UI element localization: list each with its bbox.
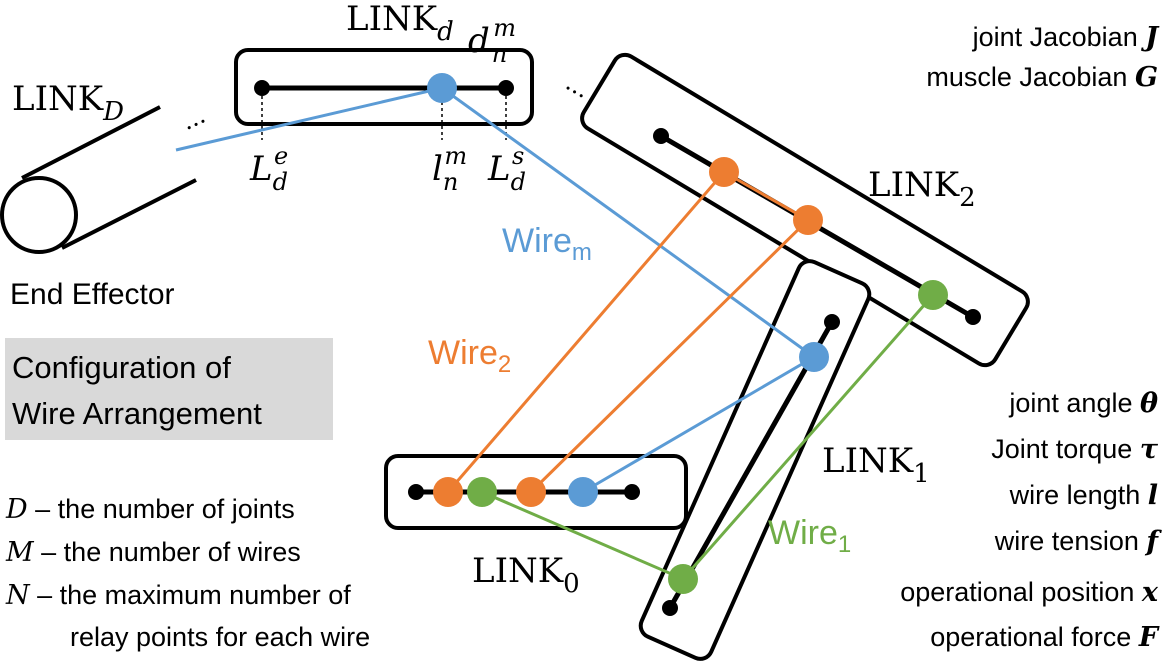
rod-end-point: [824, 314, 840, 330]
definition-N: N – the maximum number of: [5, 580, 351, 611]
relay-point-blue: [799, 342, 829, 372]
relay-point-orange: [709, 157, 739, 187]
link-1-label: LINK1: [822, 441, 930, 489]
config-title-line2: Wire Arrangement: [12, 396, 262, 431]
rod-end-point: [624, 484, 640, 500]
ellipsis-left: ...: [177, 101, 210, 136]
rod-end-point: [662, 600, 678, 616]
link-D-label: LINKD: [12, 79, 124, 127]
cylinder-face: [0, 176, 78, 254]
end-effector-label: End Effector: [10, 278, 175, 311]
wire-1-label: Wire1: [768, 514, 851, 558]
d-n-m-label: dnm: [468, 14, 516, 68]
relay-point-orange: [433, 477, 463, 507]
cylinder-bottom-edge: [61, 178, 197, 250]
relay-point-green: [668, 564, 698, 594]
L-d-s-label: Lds: [487, 142, 526, 196]
rod-end-points: [254, 80, 981, 616]
rod-end-point: [965, 309, 981, 325]
rod-end-point: [653, 128, 669, 144]
relay-point-green: [918, 280, 948, 310]
config-box: [5, 338, 333, 440]
quantity-joint-torque: Joint torque τ: [991, 434, 1159, 465]
end-effector-cylinder: [0, 105, 197, 254]
cylinder-top-edge: [21, 105, 161, 180]
l-n-m-label: lnm: [432, 142, 467, 196]
relay-point-orange: [793, 205, 823, 235]
link-d-label: LINKd: [346, 0, 454, 47]
link-0-label: LINK0: [472, 551, 580, 599]
config-title-line1: Configuration of: [12, 350, 231, 385]
definition-M: M – the number of wires: [5, 537, 301, 568]
quantity-wire-length: wire length l: [1009, 480, 1158, 511]
quantity-operational-position: operational position x: [900, 577, 1159, 608]
wire-m-line: [175, 86, 817, 494]
definition-D: D – the number of joints: [5, 494, 295, 525]
relay-point-blue: [427, 73, 457, 103]
wire-2-label: Wire2: [428, 334, 511, 378]
rod-end-point: [498, 80, 514, 96]
relay-points: [427, 73, 948, 594]
jacobian-joint: joint Jacobian J: [972, 22, 1161, 53]
jacobian-muscle: muscle Jacobian G: [926, 62, 1158, 93]
rod-end-point: [408, 484, 424, 500]
L-d-e-label: Lde: [249, 142, 288, 196]
relay-point-orange: [516, 477, 546, 507]
quantity-wire-tension: wire tension f: [994, 526, 1163, 557]
quantity-joint-angle: joint angle θ: [1008, 388, 1158, 419]
quantity-operational-force: operational force F: [930, 622, 1160, 653]
wire-2-line-a: [446, 170, 811, 494]
definition-N-cont: relay points for each wire: [70, 622, 370, 652]
rod-end-point: [254, 80, 270, 96]
relay-point-green: [467, 477, 497, 507]
link-1-rod: [667, 320, 835, 610]
wire-m-label: Wirem: [502, 222, 592, 266]
link-d-box: [234, 48, 534, 126]
link-2-label: LINK2: [868, 165, 976, 213]
relay-point-blue: [568, 477, 598, 507]
